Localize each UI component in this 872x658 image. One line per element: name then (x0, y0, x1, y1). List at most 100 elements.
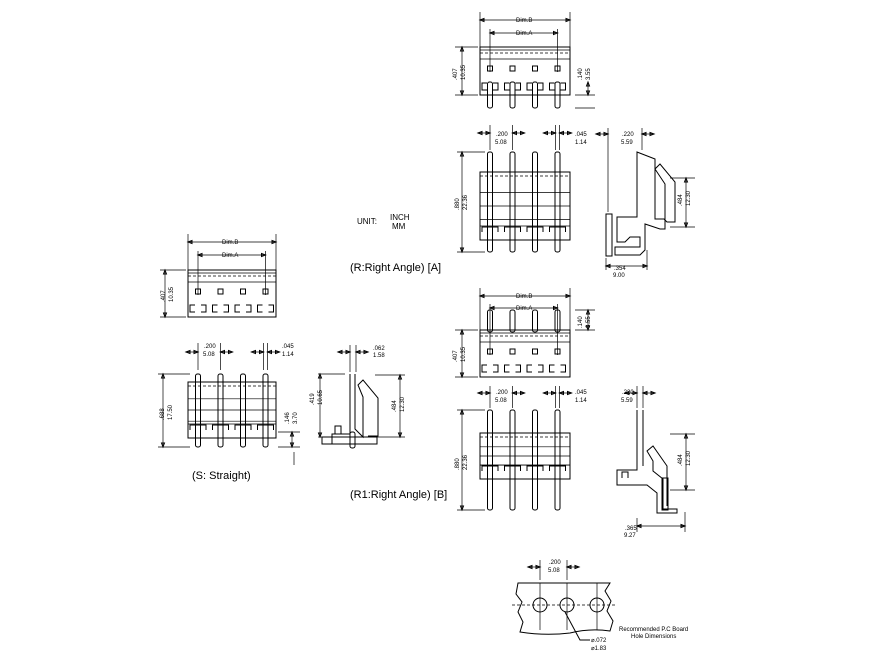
s-dim-a: Dim.A (222, 253, 238, 259)
r-h880: .880 (455, 198, 461, 210)
slot (504, 82, 521, 91)
slot (526, 364, 544, 373)
s-h407mm: 10.35 (169, 286, 175, 302)
r1-w365: .365 (625, 526, 637, 532)
pin (487, 409, 493, 511)
r1-w220: .220 (622, 390, 634, 396)
pcb-note-2: Hole Dimensions (631, 634, 676, 640)
connector-top-body (479, 46, 571, 96)
dimension-arrow (317, 372, 323, 439)
dimension-arrow (526, 564, 542, 570)
dimension-arrow (459, 328, 465, 379)
pcb-note-1: Recommended P.C Board (619, 627, 688, 633)
connector-top-body (187, 269, 277, 318)
r-w354mm: 9.00 (613, 273, 625, 279)
dimension-arrow (459, 45, 465, 97)
slot (504, 364, 521, 373)
r-pin: .045 (575, 132, 587, 138)
r-h407: .407 (453, 68, 459, 80)
connector-top-body (479, 329, 571, 378)
dimension-arrow (635, 523, 687, 529)
pcb-hole: ⌀.072 (591, 638, 607, 644)
r-pin-mm: 1.14 (575, 140, 587, 146)
r1-h880mm: 22.36 (463, 454, 469, 470)
pin (532, 151, 538, 253)
r-pitch-mm: 5.08 (495, 140, 507, 146)
r1-pitch: .200 (496, 390, 508, 396)
s-pin-mm: 1.14 (282, 352, 294, 358)
dimension-arrow (488, 30, 559, 36)
dimension-arrow (476, 130, 492, 136)
pin (262, 373, 269, 448)
pin-square (240, 288, 246, 295)
slot (549, 82, 566, 91)
s-h688mm: 17.50 (168, 404, 174, 420)
dimension-arrow (683, 176, 689, 229)
pin-square (509, 348, 516, 355)
r1-pin-mm: 1.14 (575, 398, 587, 404)
hatched-board (605, 213, 613, 257)
r-h484: .484 (678, 194, 684, 206)
r-w220mm: 5.59 (621, 140, 633, 146)
dimension-arrow (459, 150, 465, 254)
r-h407mm: 10.35 (461, 64, 467, 80)
dimension-arrow (623, 390, 639, 396)
leader-line (564, 611, 590, 641)
r-w354: .354 (614, 266, 626, 272)
dimension-arrow (641, 390, 657, 396)
r-pitch: .200 (496, 132, 508, 138)
s-w062mm: 1.58 (373, 353, 385, 359)
latch (212, 424, 229, 430)
r1-title: (R1:Right Angle) [B] (350, 489, 447, 501)
unit-inch: INCH (390, 213, 410, 222)
pin (532, 409, 538, 511)
dimension-arrow (683, 432, 689, 492)
pin (349, 431, 356, 449)
slot (526, 82, 544, 91)
dimension-arrow (184, 349, 200, 355)
slot (257, 304, 274, 313)
dimension-arrow (488, 305, 559, 311)
r-dim-b: Dim.B (516, 18, 532, 24)
pin (195, 373, 201, 448)
dimension-arrow (219, 349, 234, 355)
pcb-hole-mm: ⌀1.83 (591, 646, 607, 652)
latch (526, 226, 544, 232)
pin-square (509, 65, 516, 72)
r-h880mm: 22.36 (463, 194, 469, 210)
r-w220: .220 (622, 132, 634, 138)
pin (217, 373, 224, 448)
pin (509, 151, 516, 253)
dimension-arrow (585, 80, 591, 97)
dimension-arrow (186, 239, 278, 245)
dimension-arrow (558, 130, 573, 136)
dimension-arrow (565, 564, 581, 570)
dimension-arrow (196, 252, 267, 258)
s-w062: .062 (373, 346, 385, 352)
pcb-pitch-mm: 5.08 (548, 568, 560, 574)
r1-pin: .045 (575, 390, 587, 396)
latch (549, 465, 566, 471)
latch (257, 424, 274, 430)
slot (234, 304, 252, 313)
r1-pitch-mm: 5.08 (495, 398, 507, 404)
slot (481, 82, 499, 91)
dimension-arrow (585, 308, 591, 332)
drawing-geometry (158, 12, 695, 641)
r-h484mm: 12.30 (686, 190, 692, 206)
s-h484mm: 12.30 (400, 396, 406, 412)
latch (234, 424, 252, 430)
unit-label: UNIT: (357, 217, 377, 226)
r1-dim-a: Dim.A (516, 306, 532, 312)
dimension-arrow (266, 349, 281, 355)
pin-square (532, 348, 538, 355)
r1-h407: .407 (453, 350, 459, 362)
pin-square (532, 65, 538, 72)
unit-mm: MM (392, 222, 406, 231)
s-h146: .146 (285, 412, 291, 424)
pin (554, 409, 561, 511)
slot (481, 364, 499, 373)
pin (509, 409, 516, 511)
dimension-arrow (558, 390, 573, 396)
r1-h880: .880 (455, 458, 461, 470)
